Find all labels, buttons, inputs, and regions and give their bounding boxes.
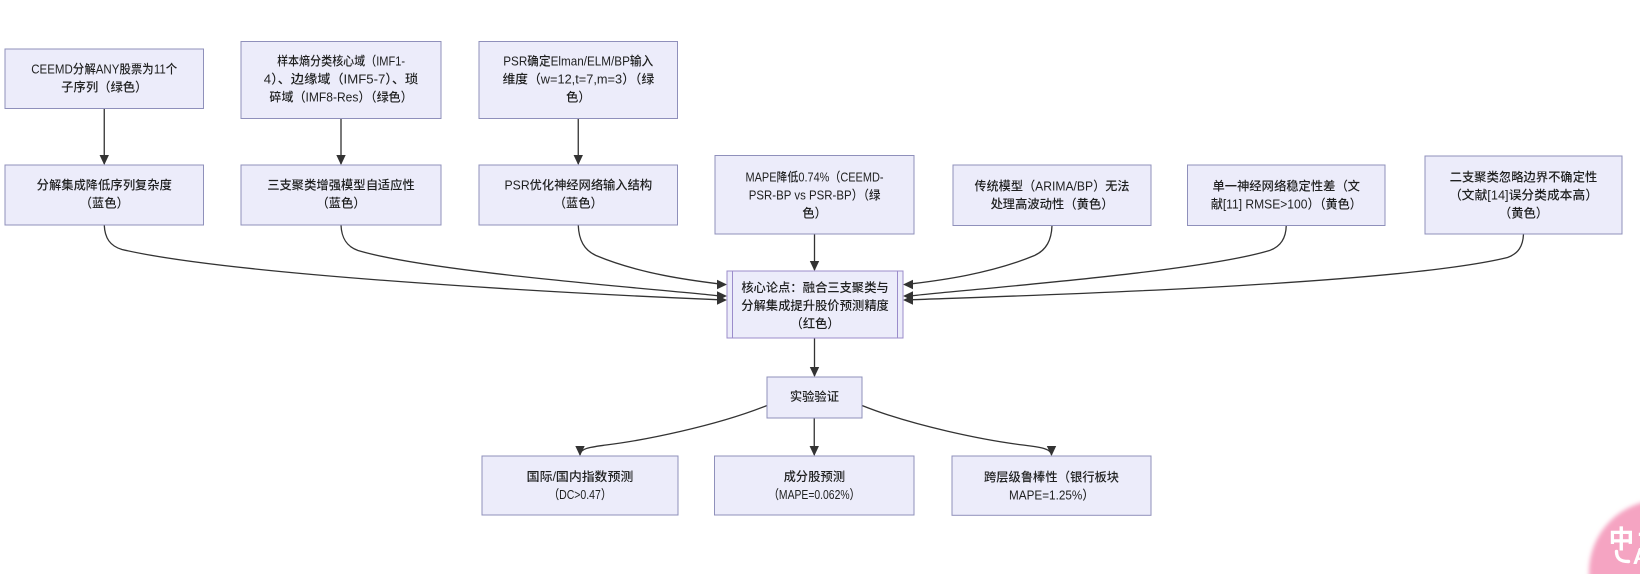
svg-text:碎域（IMF8-Res）（绿色）: 碎域（IMF8-Res）（绿色）	[269, 90, 412, 105]
svg-text:色）: 色）	[566, 90, 591, 105]
svg-text:二支聚类忽略边界不确定性: 二支聚类忽略边界不确定性	[1450, 170, 1598, 185]
svg-text:（黄色）: （黄色）	[1499, 206, 1548, 221]
svg-text:PSR-BP vs PSR-BP）（绿: PSR-BP vs PSR-BP）（绿	[749, 187, 881, 202]
svg-text:分解集成提升股价预测精度: 分解集成提升股价预测精度	[741, 298, 889, 313]
svg-text:色）: 色）	[802, 205, 827, 220]
svg-text:4）、边缘域（IMF5-7）、琐: 4）、边缘域（IMF5-7）、琐	[264, 72, 419, 87]
svg-text:MAPE降低0.74%（CEEMD-: MAPE降低0.74%（CEEMD-	[746, 169, 884, 184]
svg-text:传统模型（ARIMA/BP）无法: 传统模型（ARIMA/BP）无法	[975, 179, 1130, 194]
svg-text:（文献[14]误分类成本高）: （文献[14]误分类成本高）	[1449, 188, 1598, 203]
svg-text:（DC>0.47）: （DC>0.47）	[549, 487, 612, 502]
svg-text:（红色）: （红色）	[790, 316, 839, 331]
svg-text:跨层级鲁棒性（银行板块: 跨层级鲁棒性（银行板块	[984, 469, 1119, 484]
svg-text:MAPE=1.25%）: MAPE=1.25%）	[1009, 487, 1094, 502]
svg-text:A: A	[1633, 543, 1640, 569]
svg-text:单一神经网络稳定性差（文: 单一神经网络稳定性差（文	[1212, 179, 1360, 194]
svg-text:核心论点：融合三支聚类与: 核心论点：融合三支聚类与	[741, 280, 889, 295]
svg-text:（蓝色）: （蓝色）	[80, 196, 129, 211]
svg-text:（MAPE=0.062%）: （MAPE=0.062%）	[769, 487, 860, 502]
svg-text:中: 中	[1609, 526, 1634, 554]
svg-text:样本熵分类核心域（IMF1-: 样本熵分类核心域（IMF1-	[277, 54, 405, 69]
svg-text:国际/国内指数预测: 国际/国内指数预测	[527, 469, 634, 484]
svg-text:PSR优化神经网络输入结构: PSR优化神经网络输入结构	[505, 178, 653, 193]
svg-text:子序列（绿色）: 子序列（绿色）	[61, 79, 147, 94]
svg-text:三支聚类增强模型自适应性: 三支聚类增强模型自适应性	[267, 178, 415, 193]
svg-text:PSR确定Elman/ELM/BP输入: PSR确定Elman/ELM/BP输入	[503, 54, 653, 69]
svg-text:维度（w=12,t=7,m=3）（绿: 维度（w=12,t=7,m=3）（绿	[503, 72, 655, 87]
svg-text:CEEMD分解ANY股票为11个: CEEMD分解ANY股票为11个	[31, 61, 177, 76]
svg-text:（蓝色）: （蓝色）	[316, 196, 365, 211]
svg-text:处理高波动性（黄色）: 处理高波动性（黄色）	[991, 197, 1114, 212]
svg-text:（蓝色）: （蓝色）	[554, 196, 603, 211]
svg-text:成分股预测: 成分股预测	[784, 469, 846, 484]
svg-text:文: 文	[1638, 527, 1640, 556]
svg-text:献[11] RMSE>100）（黄色）: 献[11] RMSE>100）（黄色）	[1211, 197, 1362, 212]
svg-text:实验验证: 实验验证	[790, 389, 839, 404]
svg-text:分解集成降低序列复杂度: 分解集成降低序列复杂度	[37, 178, 172, 193]
